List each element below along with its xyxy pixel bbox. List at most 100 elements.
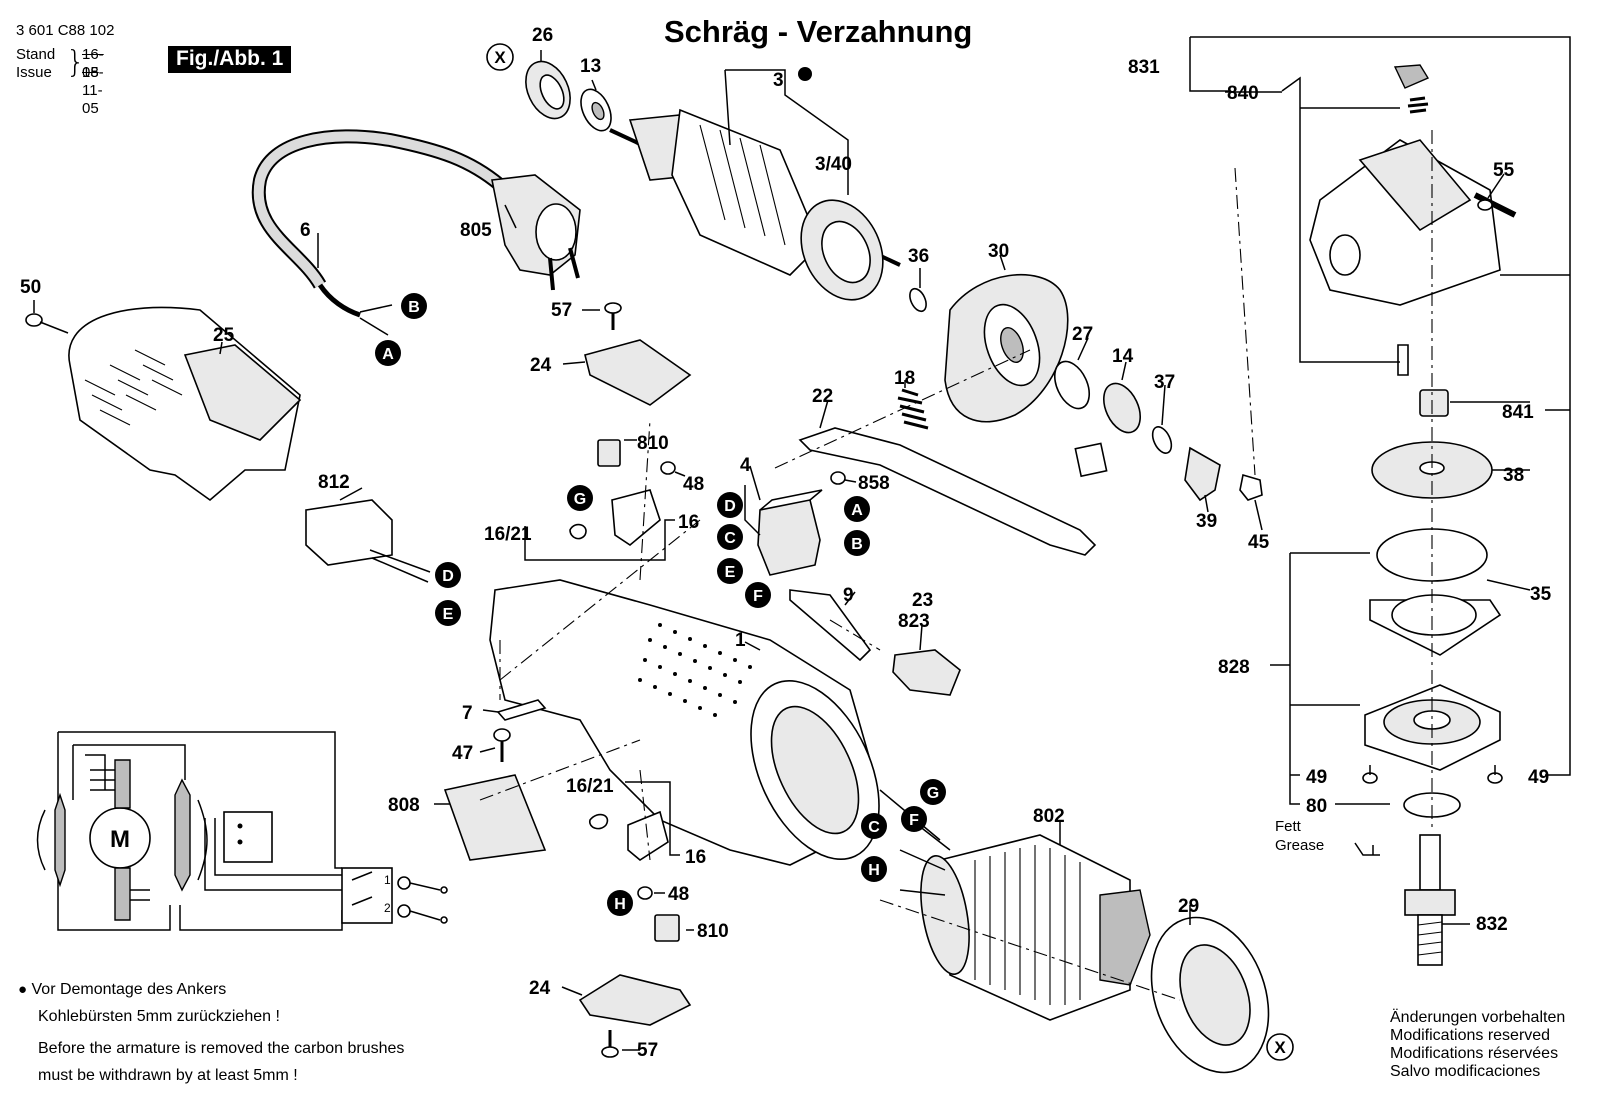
- callout: 80: [1306, 796, 1327, 817]
- motor-symbol: M: [110, 826, 130, 853]
- svg-text:F: F: [753, 588, 763, 605]
- callout: 27: [1072, 324, 1093, 345]
- screw-48-bottom: [637, 886, 653, 900]
- fan-ring-26: [525, 60, 571, 120]
- callout: 1: [735, 630, 746, 651]
- marker-x: X: [486, 43, 514, 71]
- brace-icon: }: [66, 45, 86, 80]
- assembly-brackets: [524, 36, 1571, 925]
- spacer-part: [1074, 442, 1108, 478]
- marker-c: C: [717, 524, 743, 550]
- screw-55: [1477, 199, 1493, 211]
- disassembly-note-de: ● Vor Demontage des Ankers Kohlebürsten …: [18, 976, 280, 1030]
- callout: 810: [697, 921, 729, 942]
- spring-16-21-bottom: [589, 813, 609, 830]
- callout: 30: [988, 241, 1009, 262]
- plate-7: [496, 699, 547, 721]
- spring-16-21-top: [569, 523, 587, 540]
- callout: 840: [1227, 83, 1259, 104]
- type-plate-808: [443, 774, 547, 861]
- nut-45: [1239, 473, 1263, 501]
- housing-vent-dots: [638, 623, 752, 717]
- callout: 823: [898, 611, 930, 632]
- callout: 29: [1178, 896, 1199, 917]
- wiring-diagram: [36, 731, 448, 931]
- svg-text:X: X: [494, 48, 506, 67]
- callout: 16/21: [566, 776, 614, 797]
- marker-g: G: [920, 779, 946, 805]
- svg-text:C: C: [724, 530, 736, 547]
- svg-text:G: G: [574, 491, 586, 508]
- field-winding-802: [879, 789, 1151, 1021]
- ring-27: [1053, 360, 1091, 410]
- spindle-832: [1404, 834, 1456, 966]
- svg-text:E: E: [725, 564, 736, 581]
- bearing-13: [580, 88, 612, 132]
- svg-text:D: D: [724, 498, 736, 515]
- callout: 828: [1218, 657, 1250, 678]
- document-number: 3 601 C88 102: [16, 22, 115, 39]
- callout: 16/21: [484, 524, 532, 545]
- callout: 3/40: [815, 154, 852, 175]
- svg-text:A: A: [382, 346, 394, 363]
- screw-48-top: [660, 461, 676, 475]
- callout: 13: [580, 56, 601, 77]
- callout: 808: [388, 795, 420, 816]
- bullet-marker: [798, 67, 812, 81]
- issue-label: Issue: [16, 64, 52, 81]
- marker-f: F: [901, 806, 927, 832]
- figure-badge: Fig./Abb. 1: [168, 46, 292, 73]
- grease-label-de: Fett: [1275, 818, 1301, 835]
- washer-36: [909, 287, 927, 313]
- callout: 24: [529, 978, 551, 999]
- svg-text:B: B: [408, 299, 420, 316]
- disassembly-note-en: Before the armature is removed the carbo…: [38, 1035, 404, 1089]
- euro-plug: [491, 174, 581, 291]
- callout: 802: [1033, 806, 1065, 827]
- callout: 49: [1306, 767, 1327, 788]
- callout: 831: [1128, 57, 1160, 78]
- note-en-line1: Before the armature is removed the carbo…: [38, 1040, 405, 1057]
- callout: 37: [1154, 372, 1175, 393]
- callout: 14: [1112, 346, 1134, 367]
- callout: 4: [740, 455, 751, 476]
- leader-lines: [33, 50, 1505, 1051]
- modifications-es: Salvo modificaciones: [1390, 1063, 1541, 1080]
- callout: 45: [1248, 532, 1270, 553]
- marker-a: A: [375, 340, 401, 366]
- grease-label-en: Grease: [1275, 837, 1325, 854]
- switch-4: [757, 489, 823, 576]
- marker-b: B: [401, 293, 427, 319]
- svg-text:B: B: [851, 536, 863, 553]
- old-date: 16-05: [82, 46, 104, 81]
- callout: 38: [1503, 465, 1524, 486]
- callout-labels: 26 13 3 3/40 805 6 50 25 36 30 57 24 810…: [20, 25, 1552, 1061]
- modifications-de: Änderungen vorbehalten: [1390, 1009, 1566, 1026]
- callout: 16: [685, 847, 706, 868]
- o-ring-35: [1369, 528, 1502, 656]
- marker-x: X: [1266, 1033, 1294, 1061]
- callout: 57: [637, 1040, 658, 1061]
- marker-e: E: [717, 558, 743, 584]
- stand-label: Stand: [16, 46, 56, 63]
- svg-text:H: H: [614, 896, 626, 913]
- power-cable-assembly: [251, 129, 581, 336]
- screw-57-bottom: [601, 1030, 619, 1058]
- callout: 841: [1502, 402, 1534, 423]
- callout: 48: [683, 474, 704, 495]
- callout: 3: [773, 70, 784, 91]
- marker-h: H: [607, 890, 633, 916]
- marker-d: D: [435, 562, 461, 588]
- callout: 55: [1493, 160, 1515, 181]
- gear-head-840: [1309, 64, 1517, 376]
- modifications-fr: Modifications réservées: [1390, 1045, 1559, 1062]
- pinion-39: [1184, 446, 1221, 502]
- marker-b: B: [844, 530, 870, 556]
- callout: 22: [812, 386, 833, 407]
- callout: 39: [1196, 511, 1217, 532]
- callout: 6: [300, 220, 311, 241]
- screw-47: [493, 728, 511, 762]
- screw-50: [25, 313, 69, 334]
- spring-18: [897, 388, 929, 430]
